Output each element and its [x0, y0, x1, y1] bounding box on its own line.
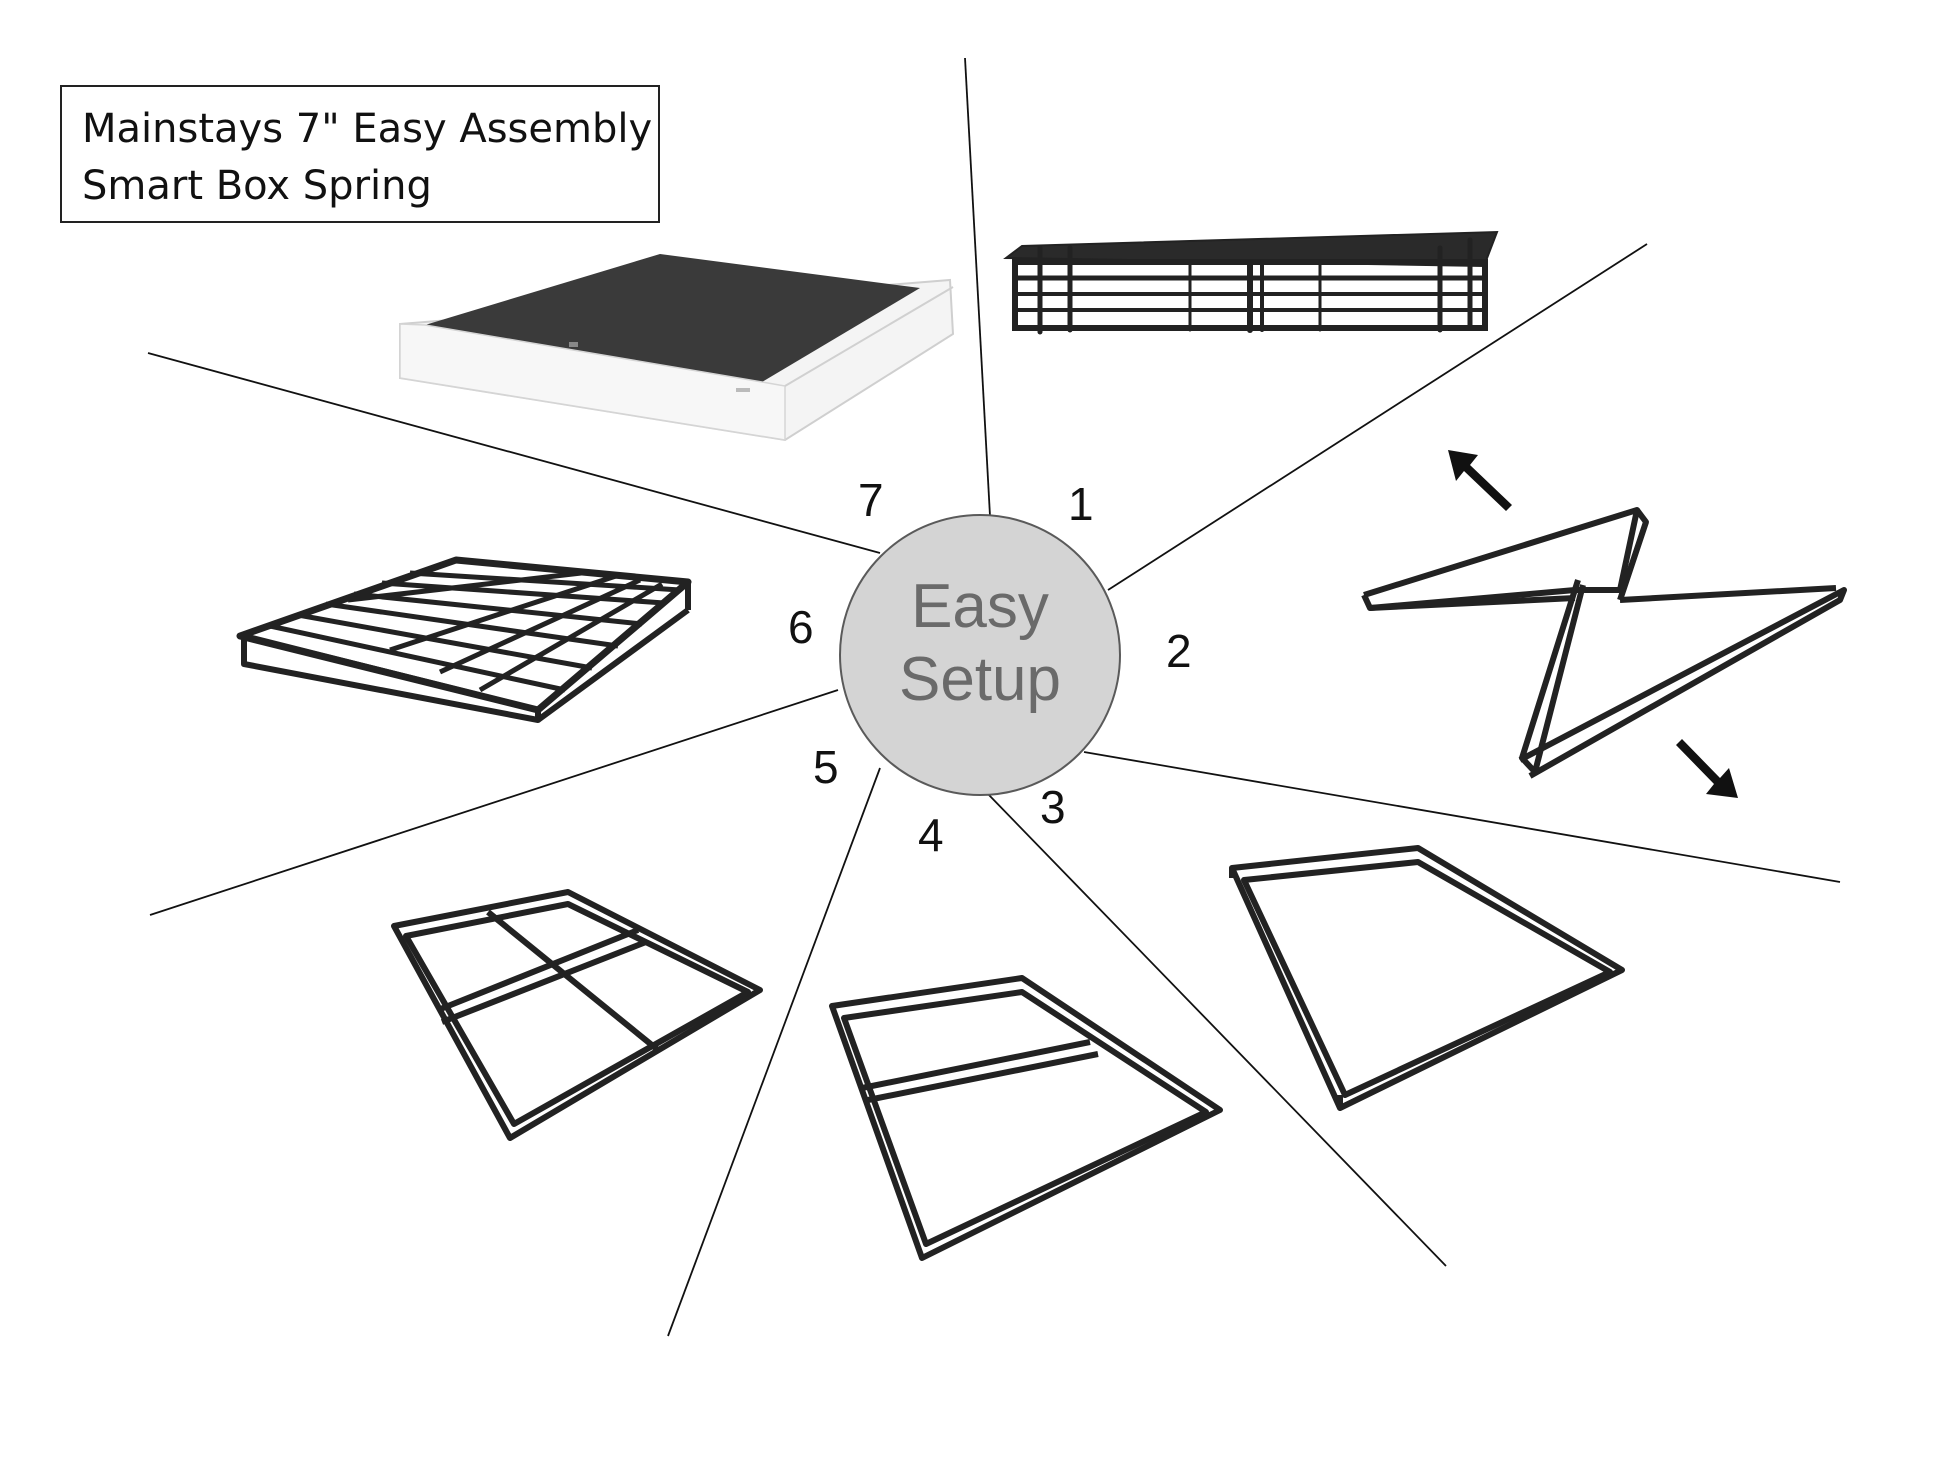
step-number-2: 2 — [1166, 625, 1192, 677]
arrow-down-right-icon — [1676, 739, 1738, 798]
step-number-3: 3 — [1040, 781, 1066, 833]
divider-line — [1083, 751, 1841, 883]
step-number-7: 7 — [858, 474, 884, 526]
step-numbers: 1 2 3 4 5 6 7 — [788, 474, 1192, 861]
divider-line — [667, 767, 881, 1337]
arrow-up-left-icon — [1448, 450, 1512, 511]
hub-label-easy: Easy — [911, 572, 1049, 641]
step-number-1: 1 — [1068, 478, 1094, 530]
divider-lines — [147, 57, 1841, 1337]
hub-label-setup: Setup — [899, 645, 1061, 714]
perimeter-frame-illustration — [1229, 845, 1625, 1111]
folded-frame-illustration — [1003, 230, 1499, 335]
finished-box-spring-illustration — [399, 254, 955, 442]
slatted-frame-illustration — [236, 556, 692, 723]
hub-circle — [839, 514, 1121, 796]
unfolding-frame-illustration — [1361, 450, 1847, 798]
step-number-6: 6 — [788, 601, 814, 653]
title-line-2: Smart Box Spring — [82, 163, 432, 209]
easy-setup-hub: Easy Setup — [839, 514, 1121, 796]
frame-with-cross-illustration — [391, 889, 763, 1141]
divider-line — [147, 352, 881, 554]
divider-line — [1107, 243, 1648, 591]
divider-line — [149, 689, 839, 916]
divider-line — [987, 793, 1447, 1267]
step-number-5: 5 — [813, 741, 839, 793]
frame-with-crossbar-illustration — [829, 975, 1223, 1261]
step-number-4: 4 — [918, 809, 944, 861]
title-box: Mainstays 7" Easy Assembly Smart Box Spr… — [60, 85, 660, 223]
divider-line — [964, 57, 991, 517]
title-line-1: Mainstays 7" Easy Assembly — [82, 106, 653, 152]
